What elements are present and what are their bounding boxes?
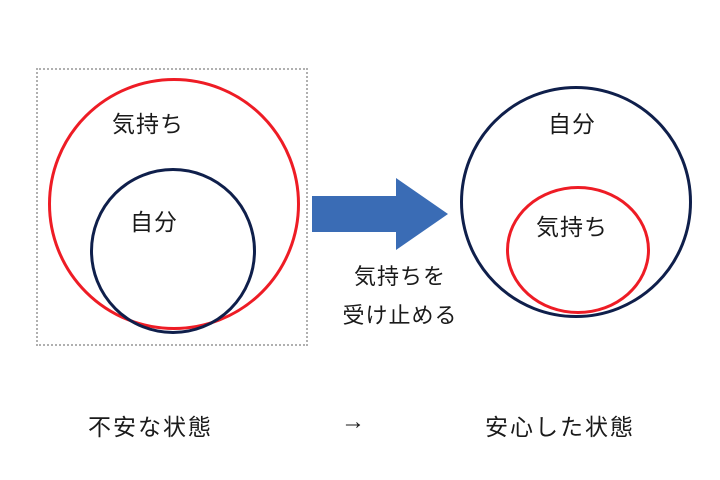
right-inner-circle-kimochi — [506, 186, 650, 314]
left-inner-circle-jibun — [90, 168, 256, 334]
right-state-caption: 安心した状態 — [485, 414, 635, 440]
right-outer-circle-jibun — [460, 86, 692, 318]
right-outer-circle-label: 自分 — [548, 111, 596, 137]
bottom-arrow-glyph: → — [341, 408, 367, 435]
transition-caption: 気持ちを 受け止める — [310, 258, 490, 335]
transition-caption-line1: 気持ちを — [353, 264, 446, 289]
right-inner-circle-label: 気持ち — [536, 214, 608, 240]
left-state-caption: 不安な状態 — [88, 414, 213, 440]
transition-block-arrow — [312, 178, 448, 250]
left-dotted-frame — [36, 68, 308, 346]
left-inner-circle-label: 自分 — [130, 209, 178, 235]
left-outer-circle-label: 気持ち — [112, 111, 184, 137]
transition-caption-line2: 受け止める — [342, 302, 458, 328]
